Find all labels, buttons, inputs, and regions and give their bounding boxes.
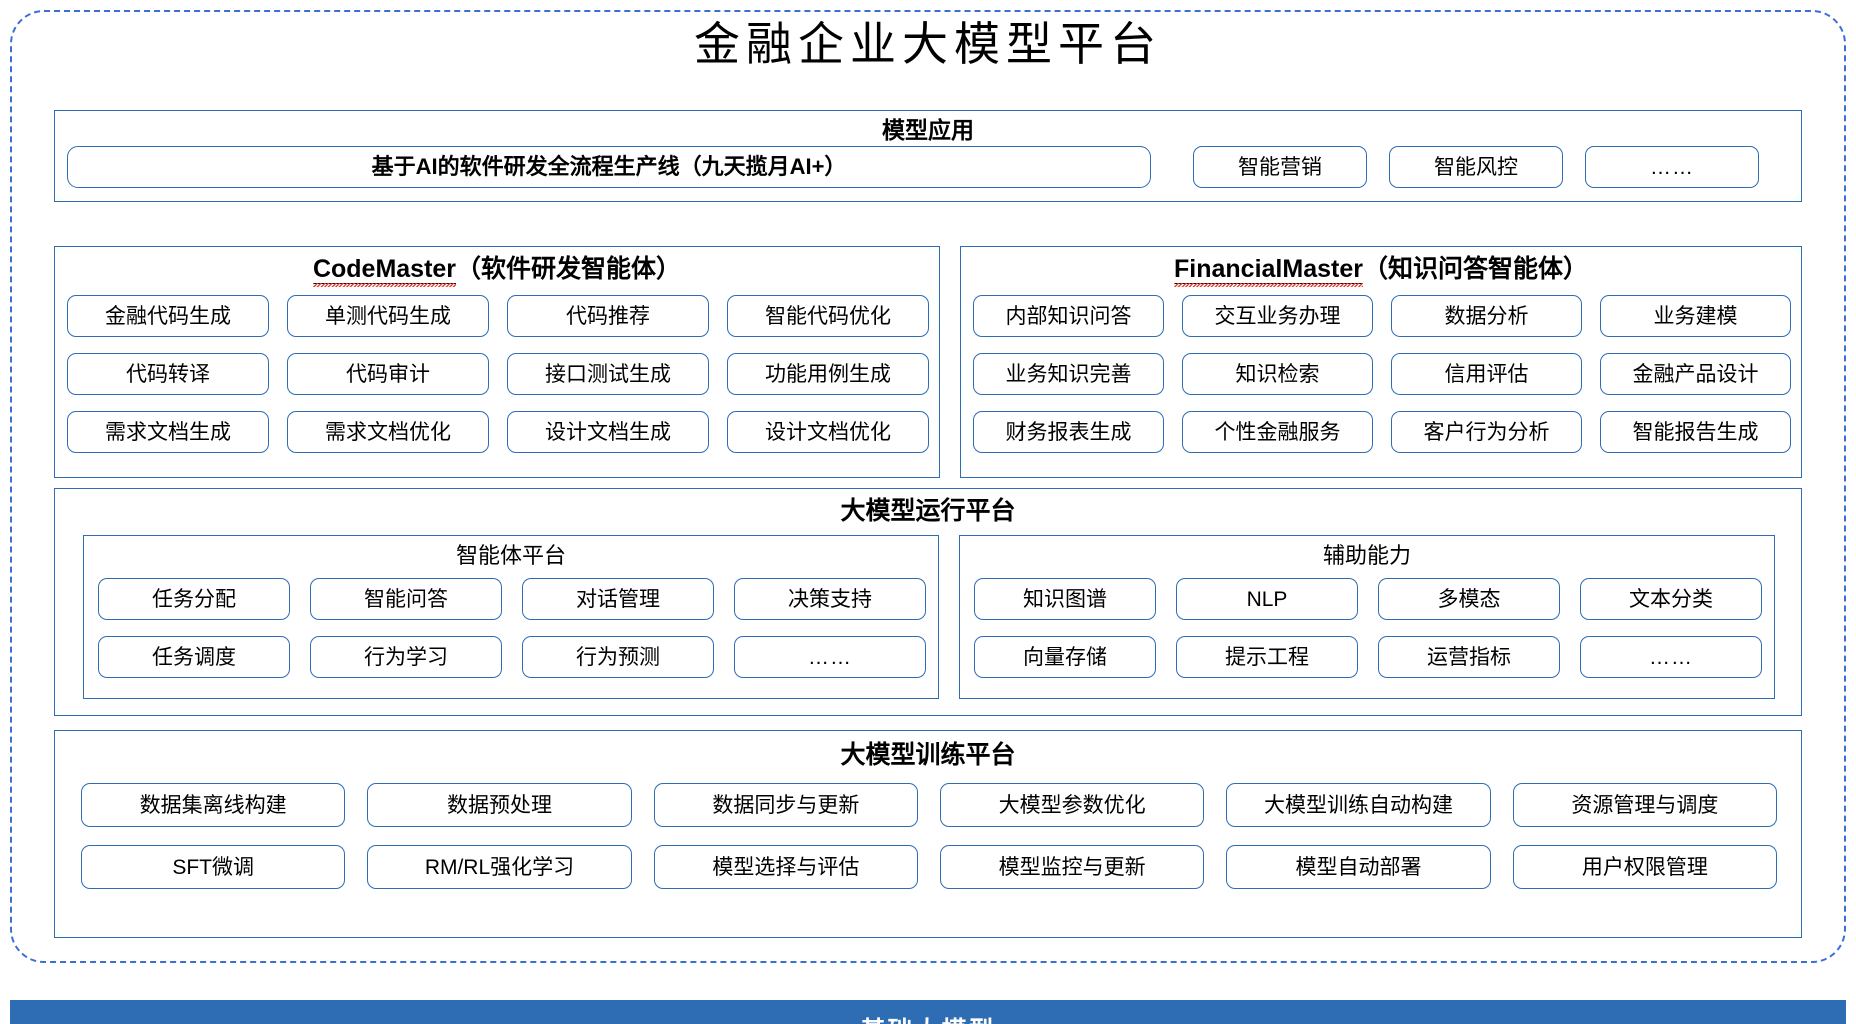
item-fin-7[interactable]: 信用评估 <box>1391 353 1582 395</box>
section-title-train-platform: 大模型训练平台 <box>840 741 1016 769</box>
item-train-12[interactable]: 用户权限管理 <box>1512 845 1777 889</box>
item-train-5[interactable]: 大模型训练自动构建 <box>1226 783 1491 827</box>
item-agentp-3[interactable]: 对话管理 <box>522 578 714 620</box>
item-code-5[interactable]: 代码转译 <box>67 353 269 395</box>
item-aux-1[interactable]: 知识图谱 <box>974 578 1156 620</box>
item-agentp-2[interactable]: 智能问答 <box>310 578 502 620</box>
item-code-4[interactable]: 智能代码优化 <box>727 295 929 337</box>
item-fin-2[interactable]: 交互业务办理 <box>1182 295 1373 337</box>
item-code-11[interactable]: 设计文档生成 <box>507 411 709 453</box>
item-train-4[interactable]: 大模型参数优化 <box>940 783 1205 827</box>
item-agentp-6[interactable]: 行为学习 <box>310 636 502 678</box>
item-fin-10[interactable]: 个性金融服务 <box>1182 411 1373 453</box>
item-fin-8[interactable]: 金融产品设计 <box>1600 353 1791 395</box>
model-application-items-row: 基于AI的软件研发全流程生产线（九天揽月AI+） 智能营销 智能风控 …… <box>67 146 1791 188</box>
item-agentp-7[interactable]: 行为预测 <box>522 636 714 678</box>
item-train-11[interactable]: 模型自动部署 <box>1226 845 1491 889</box>
section-financialmaster: FinancialMaster（知识问答智能体） 内部知识问答 交互业务办理 数… <box>960 246 1802 478</box>
page-title: 金融企业大模型平台 <box>694 19 1162 70</box>
item-aux-4[interactable]: 文本分类 <box>1580 578 1762 620</box>
item-train-6[interactable]: 资源管理与调度 <box>1512 783 1777 827</box>
item-train-3[interactable]: 数据同步与更新 <box>653 783 918 827</box>
item-agentp-more[interactable]: …… <box>734 636 926 678</box>
item-aux-7[interactable]: 运营指标 <box>1378 636 1560 678</box>
item-fin-9[interactable]: 财务报表生成 <box>973 411 1164 453</box>
item-ai-software-pipeline[interactable]: 基于AI的软件研发全流程生产线（九天揽月AI+） <box>67 146 1151 188</box>
section-model-application: 模型应用 基于AI的软件研发全流程生产线（九天揽月AI+） 智能营销 智能风控 … <box>54 110 1802 202</box>
section-run-platform: 大模型运行平台 智能体平台 任务分配 智能问答 对话管理 决策支持 任务调度 行… <box>54 488 1802 716</box>
item-train-10[interactable]: 模型监控与更新 <box>940 845 1205 889</box>
item-fin-12[interactable]: 智能报告生成 <box>1600 411 1791 453</box>
item-agentp-5[interactable]: 任务调度 <box>98 636 290 678</box>
subsection-title-agent-platform: 智能体平台 <box>455 543 566 568</box>
section-title-financialmaster: FinancialMaster（知识问答智能体） <box>961 255 1801 287</box>
item-smart-marketing[interactable]: 智能营销 <box>1193 146 1367 188</box>
subsection-agent-platform: 智能体平台 任务分配 智能问答 对话管理 决策支持 任务调度 行为学习 行为预测… <box>83 535 939 699</box>
item-code-1[interactable]: 金融代码生成 <box>67 295 269 337</box>
item-more-applications[interactable]: …… <box>1585 146 1759 188</box>
codemaster-name: CodeMaster <box>312 255 457 287</box>
item-agentp-4[interactable]: 决策支持 <box>734 578 926 620</box>
item-aux-more[interactable]: …… <box>1580 636 1762 678</box>
section-train-platform: 大模型训练平台 数据集离线构建 数据预处理 数据同步与更新 大模型参数优化 大模… <box>54 730 1802 938</box>
section-codemaster: CodeMaster（软件研发智能体） 金融代码生成 单测代码生成 代码推荐 智… <box>54 246 940 478</box>
codemaster-suffix: （软件研发智能体） <box>456 255 682 283</box>
item-fin-11[interactable]: 客户行为分析 <box>1391 411 1582 453</box>
item-code-7[interactable]: 接口测试生成 <box>507 353 709 395</box>
item-train-1[interactable]: 数据集离线构建 <box>81 783 346 827</box>
item-smart-risk-control[interactable]: 智能风控 <box>1389 146 1563 188</box>
item-train-2[interactable]: 数据预处理 <box>367 783 632 827</box>
item-fin-4[interactable]: 业务建模 <box>1600 295 1791 337</box>
subsection-title-aux-capability: 辅助能力 <box>1322 543 1411 568</box>
item-agentp-1[interactable]: 任务分配 <box>98 578 290 620</box>
item-train-9[interactable]: 模型选择与评估 <box>653 845 918 889</box>
item-code-9[interactable]: 需求文档生成 <box>67 411 269 453</box>
train-platform-grid: 数据集离线构建 数据预处理 数据同步与更新 大模型参数优化 大模型训练自动构建 … <box>81 783 1777 889</box>
item-code-3[interactable]: 代码推荐 <box>507 295 709 337</box>
item-code-10[interactable]: 需求文档优化 <box>287 411 489 453</box>
subsection-aux-capability: 辅助能力 知识图谱 NLP 多模态 文本分类 向量存储 提示工程 运营指标 …… <box>959 535 1775 699</box>
financialmaster-name: FinancialMaster <box>1174 255 1363 287</box>
codemaster-capability-grid: 金融代码生成 单测代码生成 代码推荐 智能代码优化 代码转译 代码审计 接口测试… <box>67 295 929 453</box>
item-code-8[interactable]: 功能用例生成 <box>727 353 929 395</box>
item-train-7[interactable]: SFT微调 <box>81 845 346 889</box>
item-fin-5[interactable]: 业务知识完善 <box>973 353 1164 395</box>
item-code-6[interactable]: 代码审计 <box>287 353 489 395</box>
item-fin-1[interactable]: 内部知识问答 <box>973 295 1164 337</box>
section-title-codemaster: CodeMaster（软件研发智能体） <box>55 255 939 287</box>
item-train-8[interactable]: RM/RL强化学习 <box>367 845 632 889</box>
agent-platform-grid: 任务分配 智能问答 对话管理 决策支持 任务调度 行为学习 行为预测 …… <box>98 578 926 678</box>
item-fin-3[interactable]: 数据分析 <box>1391 295 1582 337</box>
item-aux-5[interactable]: 向量存储 <box>974 636 1156 678</box>
section-title-model-application: 模型应用 <box>882 117 974 143</box>
item-aux-6[interactable]: 提示工程 <box>1176 636 1358 678</box>
aux-capability-grid: 知识图谱 NLP 多模态 文本分类 向量存储 提示工程 运营指标 …… <box>974 578 1762 678</box>
financialmaster-capability-grid: 内部知识问答 交互业务办理 数据分析 业务建模 业务知识完善 知识检索 信用评估… <box>973 295 1791 453</box>
item-fin-6[interactable]: 知识检索 <box>1182 353 1373 395</box>
item-aux-2[interactable]: NLP <box>1176 578 1358 620</box>
section-title-run-platform: 大模型运行平台 <box>840 497 1016 525</box>
financialmaster-suffix: （知识问答智能体） <box>1362 255 1588 283</box>
item-code-2[interactable]: 单测代码生成 <box>287 295 489 337</box>
item-code-12[interactable]: 设计文档优化 <box>727 411 929 453</box>
item-aux-3[interactable]: 多模态 <box>1378 578 1560 620</box>
base-model-bar: 基础大模型 <box>10 1000 1846 1024</box>
